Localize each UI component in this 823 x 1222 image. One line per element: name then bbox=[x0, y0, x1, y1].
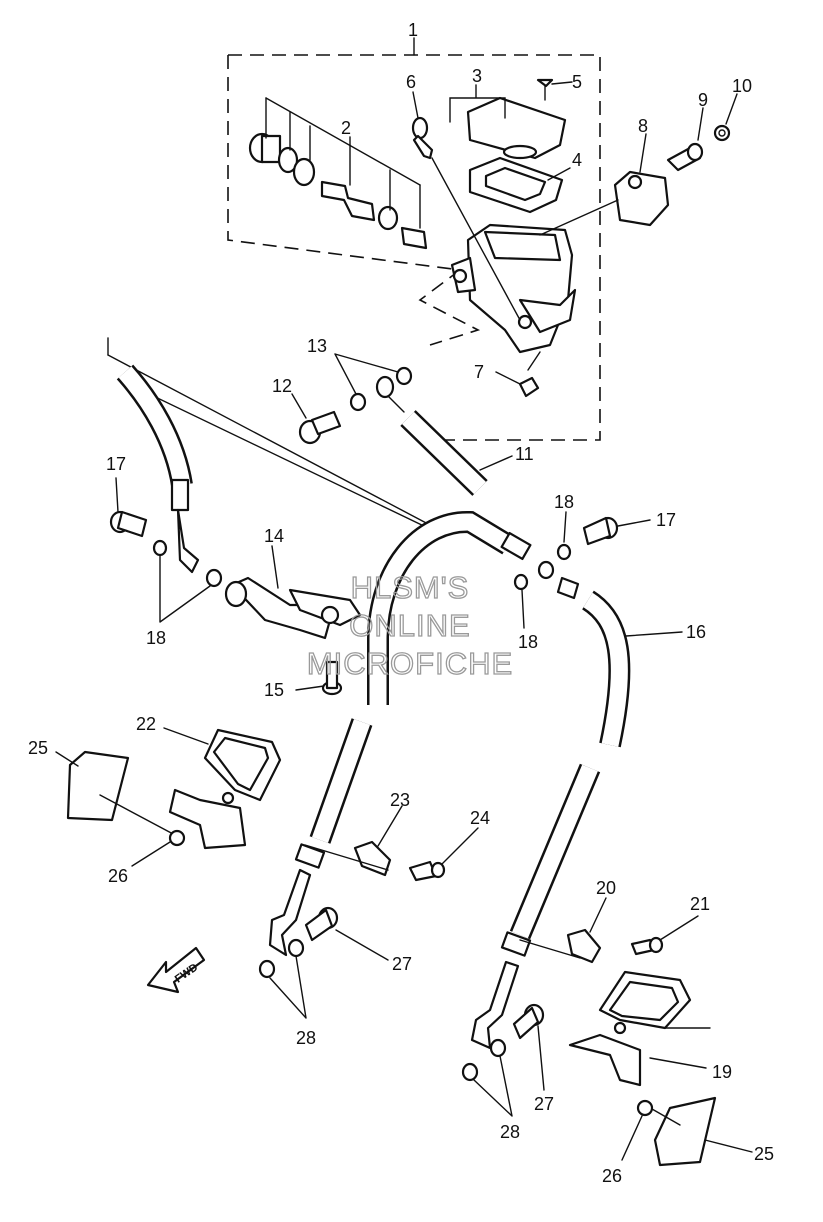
hose-clamp-right[interactable] bbox=[519, 928, 602, 964]
clamp-bolt-left[interactable] bbox=[408, 860, 446, 882]
forward-arrow-icon: FWD bbox=[146, 946, 206, 994]
washers-28-left[interactable] bbox=[258, 938, 305, 979]
callout-11: 11 bbox=[515, 444, 534, 464]
callout-9: 9 bbox=[698, 90, 708, 110]
hose-guide-left[interactable] bbox=[168, 728, 282, 850]
brake-hose-right[interactable] bbox=[367, 511, 631, 748]
copper-washers[interactable] bbox=[349, 366, 413, 412]
callout-8: 8 bbox=[638, 116, 648, 136]
callout-1: 1 bbox=[408, 20, 418, 40]
callout-15: 15 bbox=[264, 680, 284, 700]
brake-hose-lower-right[interactable] bbox=[470, 763, 601, 1050]
callout-2: 2 bbox=[341, 118, 351, 138]
cap-nut[interactable] bbox=[518, 351, 541, 398]
callout-13: 13 bbox=[307, 336, 327, 356]
callout-21: 21 bbox=[690, 894, 710, 914]
bleed-screw[interactable] bbox=[411, 116, 521, 321]
cap-screw[interactable] bbox=[536, 78, 554, 101]
callout-7: 7 bbox=[474, 362, 484, 382]
callout-25-right: 25 bbox=[754, 1144, 774, 1164]
callout-27-left: 27 bbox=[392, 954, 412, 974]
clamp-bolt-right[interactable] bbox=[630, 936, 664, 956]
watermark-line2: ONLINE bbox=[349, 608, 470, 643]
caliper-bolt-right[interactable] bbox=[512, 1003, 545, 1040]
master-cylinder[interactable] bbox=[450, 223, 577, 354]
callout-3: 3 bbox=[472, 66, 482, 86]
callout-10: 10 bbox=[732, 76, 752, 96]
brake-hose-upper[interactable] bbox=[107, 337, 488, 529]
hose-clamp-left[interactable] bbox=[304, 840, 392, 877]
callout-17-left: 17 bbox=[106, 454, 126, 474]
callout-numbers: 1 2 3 4 5 6 7 8 9 10 11 12 13 14 15 16 1… bbox=[28, 20, 774, 1186]
callout-28-left: 28 bbox=[296, 1028, 316, 1048]
callout-6: 6 bbox=[406, 72, 416, 92]
callout-19: 19 bbox=[712, 1062, 732, 1082]
watermark-line1: HLSM'S bbox=[351, 570, 470, 605]
callout-18-right: 18 bbox=[518, 632, 538, 652]
callout-20: 20 bbox=[596, 878, 616, 898]
brake-hose-lower-left[interactable] bbox=[268, 718, 373, 957]
holder-bolt[interactable] bbox=[666, 142, 704, 172]
callout-12: 12 bbox=[272, 376, 292, 396]
holder-nut[interactable] bbox=[713, 124, 731, 142]
callout-23: 23 bbox=[390, 790, 410, 810]
reservoir-cap[interactable] bbox=[466, 96, 567, 160]
union-bolt-right[interactable] bbox=[582, 516, 619, 546]
reflector-nut-right[interactable] bbox=[636, 1099, 654, 1117]
callout-22: 22 bbox=[136, 714, 156, 734]
watermark: HLSM'S ONLINE MICROFICHE bbox=[306, 569, 513, 681]
handlebar-holder[interactable] bbox=[539, 170, 670, 236]
union-bolt[interactable] bbox=[298, 410, 342, 445]
hose-guide-right[interactable] bbox=[568, 970, 711, 1087]
brake-joint[interactable] bbox=[224, 576, 362, 640]
callout-18-left: 18 bbox=[146, 628, 166, 648]
reflector-right[interactable] bbox=[644, 1096, 717, 1167]
callout-18-top: 18 bbox=[554, 492, 574, 512]
callout-4: 4 bbox=[572, 150, 582, 170]
callout-14: 14 bbox=[264, 526, 284, 546]
caliper-bolt-left[interactable] bbox=[304, 906, 339, 942]
callout-26-right: 26 bbox=[602, 1166, 622, 1186]
piston-kit[interactable] bbox=[248, 97, 428, 250]
callout-24: 24 bbox=[470, 808, 490, 828]
callout-16: 16 bbox=[686, 622, 706, 642]
callout-17-right: 17 bbox=[656, 510, 676, 530]
reservoir-gasket[interactable] bbox=[468, 156, 564, 214]
leader-lines bbox=[55, 37, 753, 1161]
callout-27-right: 27 bbox=[534, 1094, 554, 1114]
joint-bolt[interactable] bbox=[321, 660, 343, 696]
reflector-left[interactable] bbox=[66, 750, 176, 836]
callout-28-right: 28 bbox=[500, 1122, 520, 1142]
washers-18[interactable] bbox=[152, 539, 572, 591]
brake-hose-left-loop[interactable] bbox=[116, 364, 200, 574]
reflector-nut-left[interactable] bbox=[168, 829, 186, 847]
callout-25-left: 25 bbox=[28, 738, 48, 758]
watermark-line3: MICROFICHE bbox=[307, 646, 513, 681]
union-bolt-left[interactable] bbox=[109, 510, 148, 538]
callout-5: 5 bbox=[572, 72, 582, 92]
washers-28-right[interactable] bbox=[461, 1038, 507, 1082]
callout-26-left: 26 bbox=[108, 866, 128, 886]
